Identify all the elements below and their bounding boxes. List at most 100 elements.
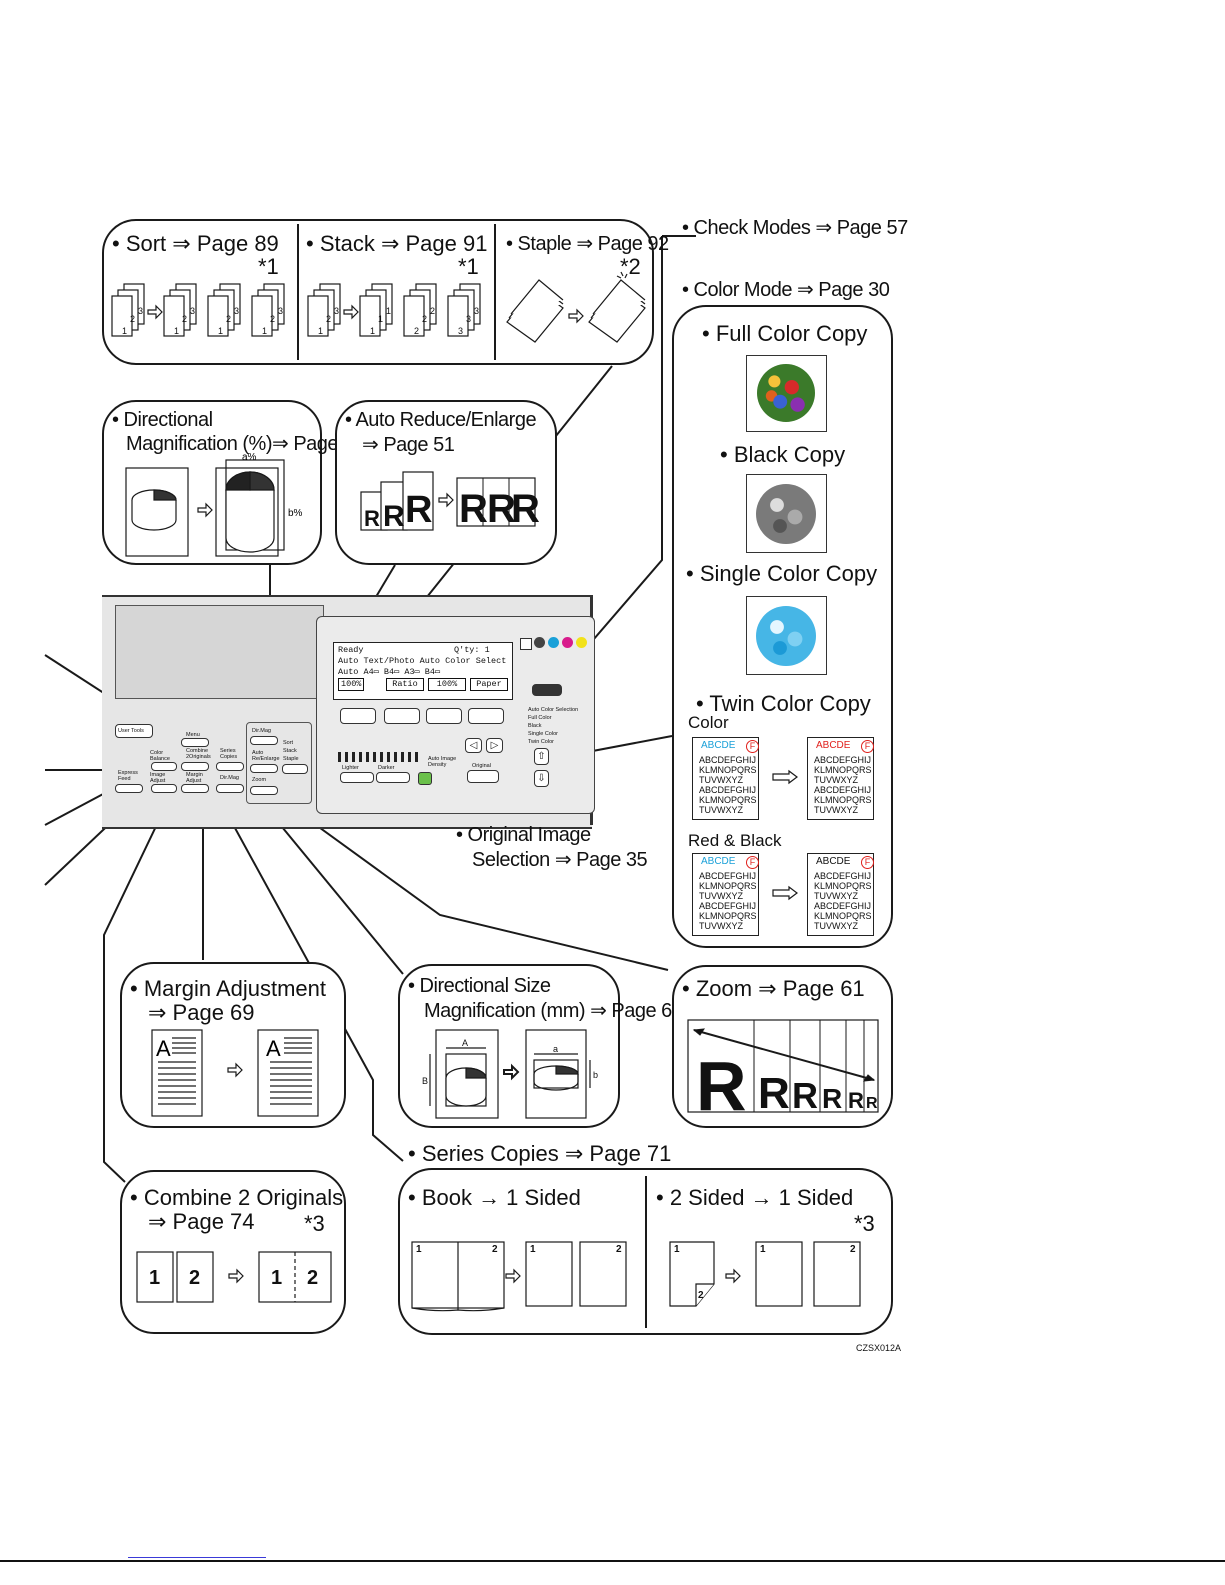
check-modes-button[interactable] <box>532 684 562 696</box>
color-mode-up-button[interactable]: ⇧ <box>534 748 549 765</box>
footer-link-underline[interactable] <box>128 1557 266 1558</box>
original-image-line2: Selection ⇒ Page 35 <box>472 849 648 871</box>
lcd-paper: Auto A4▭ B4▭ A3▭ B4▭ <box>338 667 441 677</box>
lcd-ratio: 100% <box>338 678 365 691</box>
soft-key-2[interactable] <box>384 708 420 724</box>
image-adjust-label: Image Adjust <box>150 772 166 784</box>
svg-text:1: 1 <box>530 1244 536 1255</box>
svg-text:1: 1 <box>174 326 179 336</box>
sort-key-label: Sort <box>283 740 294 746</box>
svg-text:R: R <box>405 489 432 531</box>
svg-text:1: 1 <box>386 306 391 316</box>
sample-mark: F <box>746 856 759 869</box>
svg-text:1: 1 <box>218 326 223 336</box>
zoom-button[interactable] <box>250 786 278 795</box>
svg-text:2: 2 <box>422 314 427 324</box>
sample-mark: F <box>746 740 759 753</box>
darker-button[interactable] <box>376 772 410 783</box>
svg-text:1: 1 <box>262 326 267 336</box>
margin-adjust-button[interactable] <box>181 784 209 793</box>
color-mode-down-button[interactable]: ⇩ <box>534 770 549 787</box>
svg-text:B: B <box>422 1076 428 1086</box>
two-sided-label: • 2 Sided → 1 Sided <box>656 1185 854 1210</box>
svg-text:1: 1 <box>271 1267 282 1289</box>
sort-stack-staple-button[interactable] <box>282 764 308 774</box>
margin-adj-line1: • Margin Adjustment <box>130 976 327 1001</box>
soft-key-3[interactable] <box>426 708 462 724</box>
soft-key-4[interactable] <box>468 708 504 724</box>
sort-illustration: 123 123 123 123 <box>111 283 285 337</box>
darker-label: Darker <box>378 765 395 771</box>
lcd-display: Ready Q'ty: 1 Auto Text/Photo Auto Color… <box>333 642 513 700</box>
svg-text:R: R <box>848 1088 864 1113</box>
svg-text:2: 2 <box>414 326 419 336</box>
dir-mag-button[interactable] <box>250 736 278 745</box>
svg-text:1: 1 <box>760 1244 766 1255</box>
svg-text:3: 3 <box>278 306 283 316</box>
soft-key-1[interactable] <box>340 708 376 724</box>
full-color-sample-image <box>746 355 827 432</box>
directional-size-illustration: A B a b <box>422 1029 598 1119</box>
svg-text:2: 2 <box>616 1244 622 1255</box>
svg-text:1: 1 <box>378 314 383 324</box>
svg-text:2: 2 <box>270 314 275 324</box>
single-color-sample-image <box>746 596 827 675</box>
dir-mag-mm-button[interactable] <box>216 784 244 793</box>
image-adjust-button[interactable] <box>151 784 177 793</box>
series-button[interactable] <box>216 762 244 771</box>
twin-color-sub-label: Color <box>688 713 729 732</box>
svg-text:1: 1 <box>149 1267 160 1289</box>
svg-text:1: 1 <box>370 326 375 336</box>
auto-re-button[interactable] <box>250 764 278 773</box>
auto-reduce-illustration: R R R R R R <box>360 471 540 533</box>
svg-text:2: 2 <box>430 306 435 316</box>
user-tools-button[interactable] <box>115 724 153 738</box>
lighter-button[interactable] <box>340 772 374 783</box>
svg-text:A: A <box>266 1036 281 1061</box>
auto-re-label: Auto Re/Enlarge <box>252 750 280 762</box>
svg-text:R: R <box>758 1069 790 1118</box>
single-color-key-label: Single Color <box>528 731 558 737</box>
lcd-key-paper[interactable]: Paper <box>470 678 508 691</box>
lcd-mode: Auto Text/Photo Auto Color Select <box>338 656 507 666</box>
auto-image-density-button[interactable] <box>418 772 432 785</box>
express-feed-button[interactable] <box>115 784 143 793</box>
svg-text:R: R <box>822 1083 842 1114</box>
two-sided-note: *3 <box>854 1211 875 1236</box>
svg-text:2: 2 <box>182 314 187 324</box>
svg-text:2: 2 <box>492 1244 498 1255</box>
stack-key-label: Stack <box>283 748 297 754</box>
svg-text:3: 3 <box>190 306 195 316</box>
dir-mag-mm-label: Dir.Mag <box>220 775 239 781</box>
footer-rule <box>0 1560 1225 1562</box>
twin-color-key-label: Twin Color <box>528 739 554 745</box>
staple-label: • Staple ⇒ Page 92 <box>506 233 669 255</box>
margin-adjust-label: Margin Adjust <box>186 772 203 784</box>
color-balance-label: Color Balance <box>150 750 170 762</box>
svg-text:3: 3 <box>334 306 339 316</box>
divider <box>494 224 496 360</box>
svg-text:2: 2 <box>307 1267 318 1289</box>
svg-text:A: A <box>156 1036 171 1061</box>
svg-text:R: R <box>792 1075 818 1116</box>
svg-text:1: 1 <box>318 326 323 336</box>
original-button[interactable] <box>467 770 499 783</box>
lcd-key-ratio[interactable]: Ratio <box>386 678 424 691</box>
auto-reduce-line2: ⇒ Page 51 <box>362 434 455 456</box>
sample-head: ABCDE <box>816 740 851 751</box>
combine-button[interactable] <box>181 762 209 771</box>
menu-button[interactable] <box>181 738 209 747</box>
left-arrow-button[interactable]: ◁ <box>465 738 482 753</box>
svg-text:2: 2 <box>326 314 331 324</box>
right-arrow-button[interactable]: ▷ <box>486 738 503 753</box>
staple-key-label: Staple <box>283 756 299 762</box>
color-balance-button[interactable] <box>151 762 177 771</box>
b-percent-label: b% <box>288 508 303 519</box>
lcd-key-100[interactable]: 100% <box>428 678 466 691</box>
